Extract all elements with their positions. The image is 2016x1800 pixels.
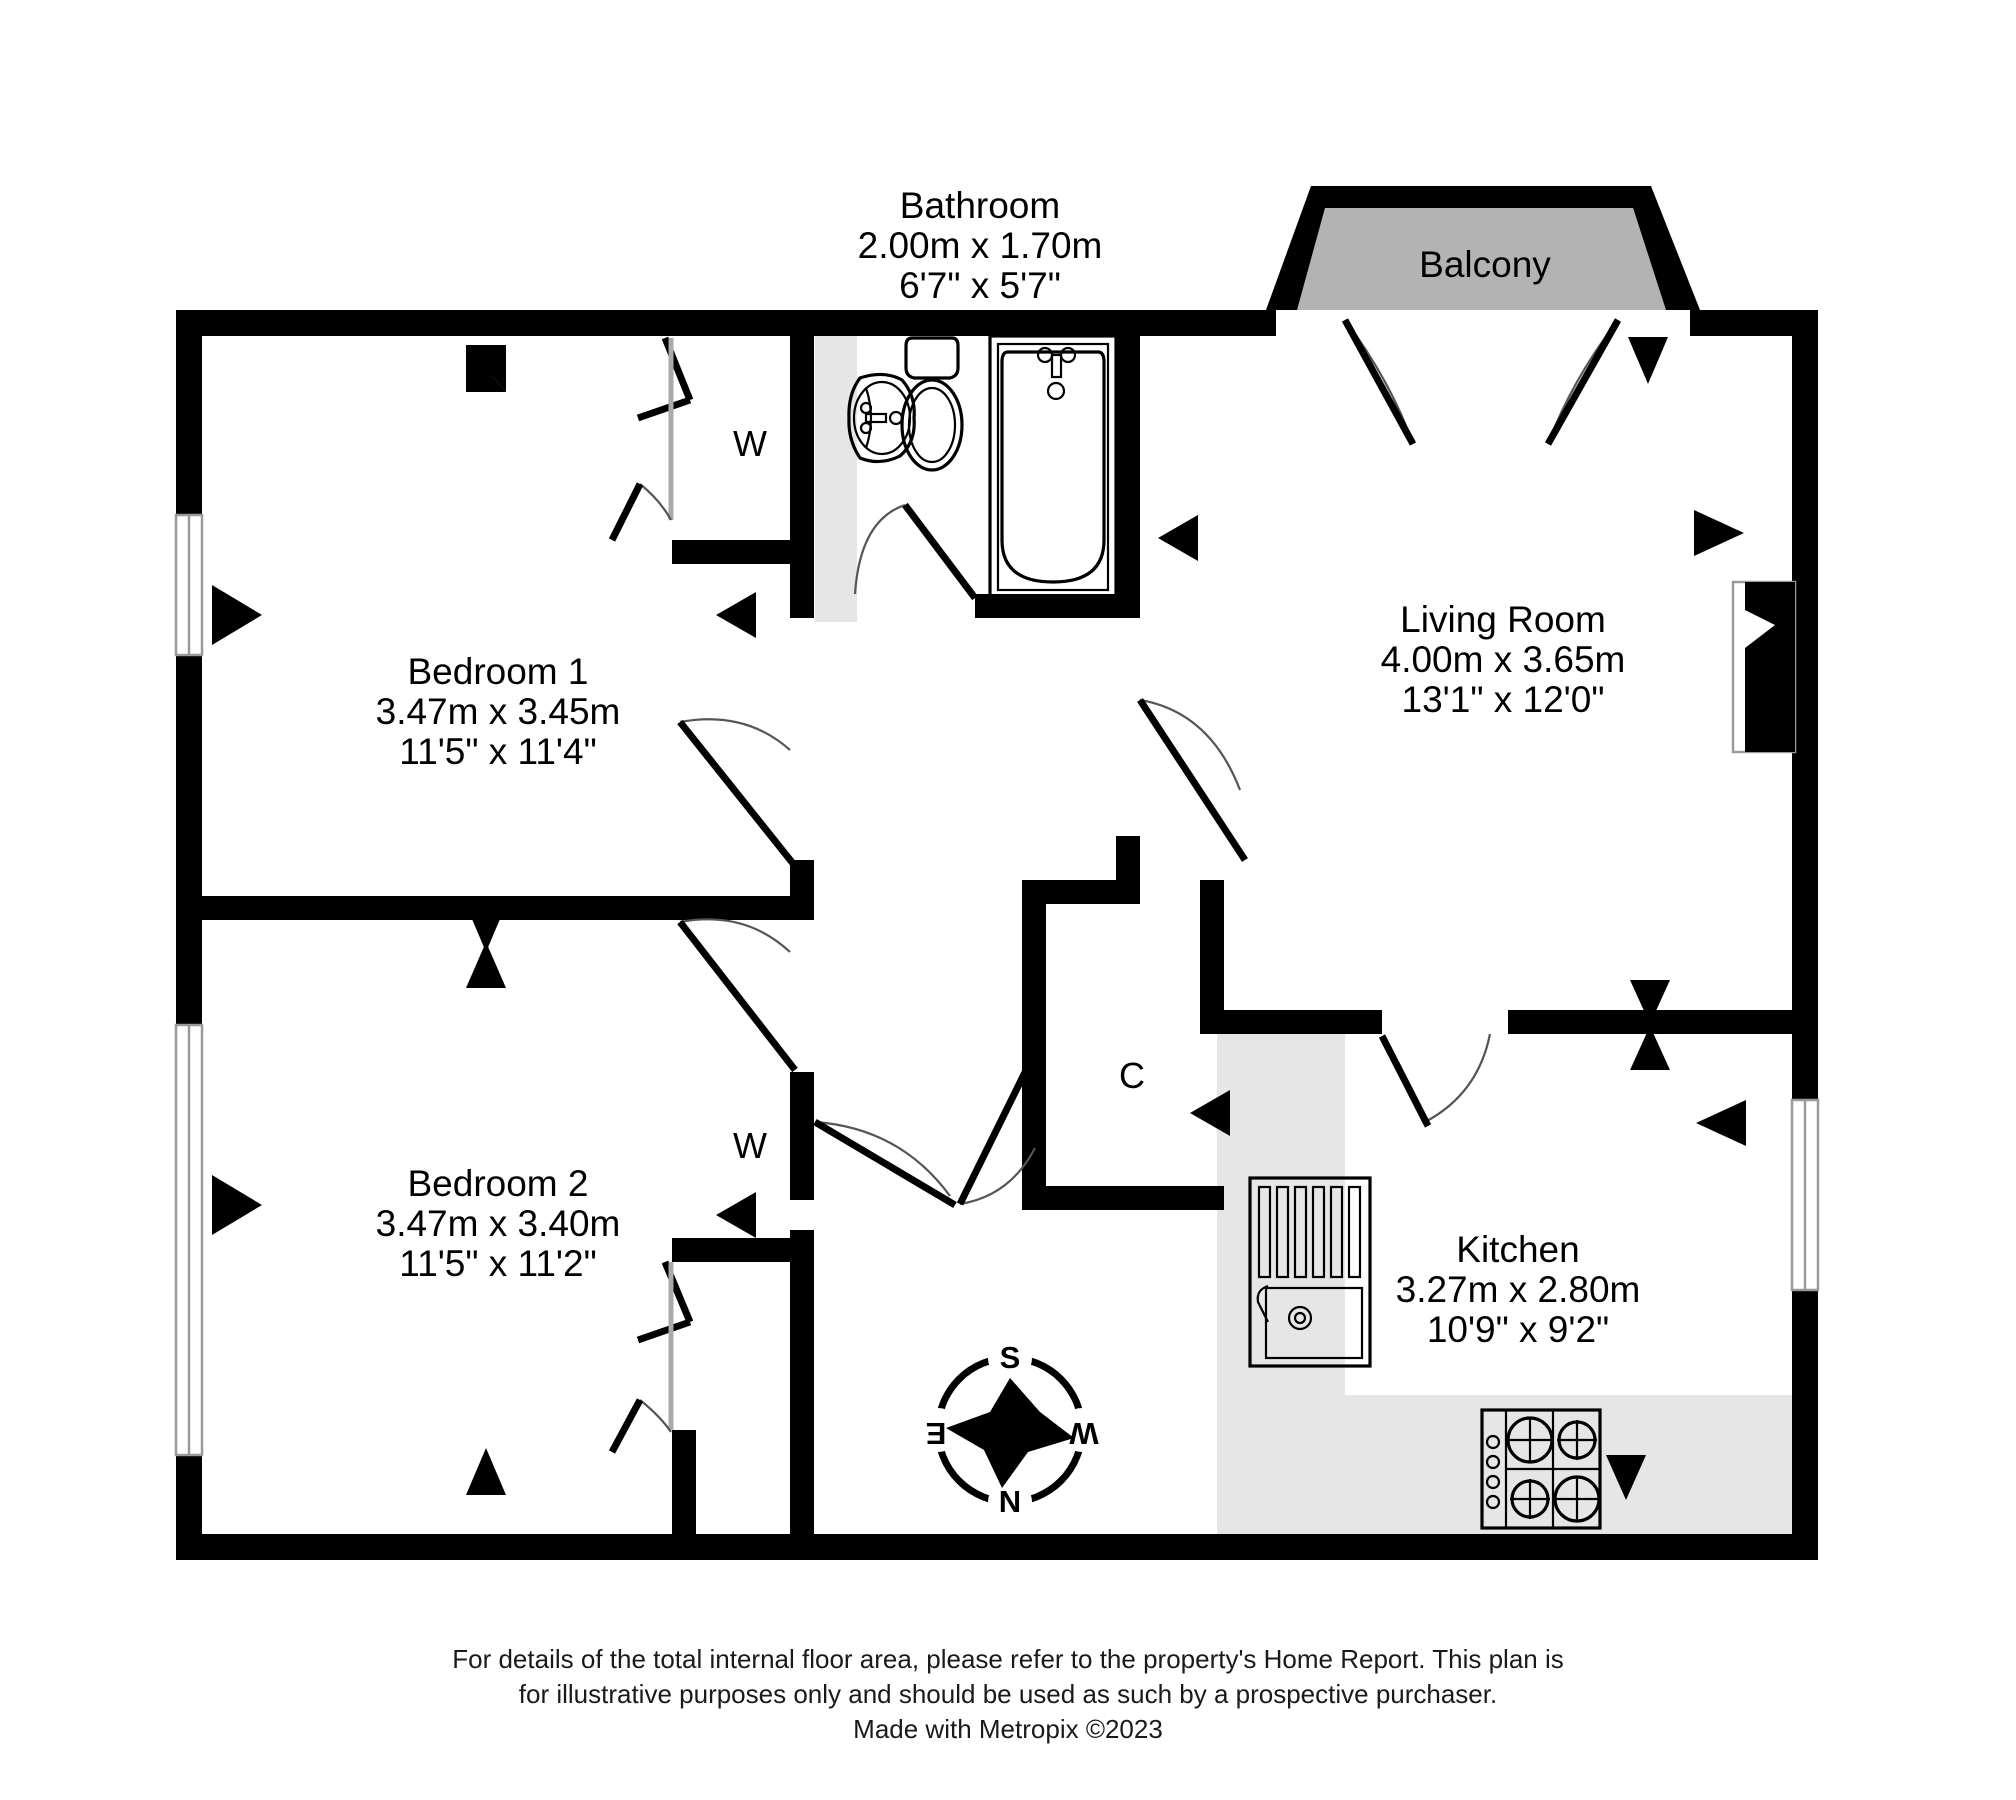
door-hall-lower xyxy=(813,1118,957,1209)
door-bathroom xyxy=(853,502,978,601)
label-balcony-name: Balcony xyxy=(1419,244,1551,285)
label-kitchen: Kitchen 3.27m x 2.80m 10'9" x 9'2" xyxy=(1396,1229,1641,1350)
marker-kitchen-top-b xyxy=(1630,1026,1670,1070)
door-wardrobe-bed2 xyxy=(608,1260,694,1454)
label-bedroom1-name: Bedroom 1 xyxy=(408,651,589,692)
doors xyxy=(608,318,1622,1454)
sink-icon xyxy=(847,372,916,464)
label-bedroom2-metric: 3.47m x 3.40m xyxy=(376,1203,621,1244)
tag-wardrobe-bed1: W xyxy=(733,423,767,464)
marker-hall-a xyxy=(716,592,756,638)
label-kitchen-imperial: 10'9" x 9'2" xyxy=(1427,1309,1609,1350)
room-labels: Bathroom 2.00m x 1.70m 6'7" x 5'7" Bedro… xyxy=(376,185,1641,1350)
balcony-wall-right xyxy=(1626,186,1700,310)
label-bedroom2-name: Bedroom 2 xyxy=(408,1163,589,1204)
balcony-floor xyxy=(1275,186,1692,310)
interior-walls xyxy=(202,310,1818,1534)
compass-label-west: W xyxy=(1069,1416,1099,1451)
compass-label-north: N xyxy=(999,1484,1021,1519)
door-kitchen xyxy=(1378,1033,1492,1128)
footer-line-1: For details of the total internal floor … xyxy=(452,1644,1564,1674)
door-balcony xyxy=(1341,318,1622,446)
tag-wardrobe-bed2: W xyxy=(733,1125,767,1166)
marker-bed2-left xyxy=(212,1175,262,1235)
marker-bed2-top xyxy=(466,942,506,988)
door-cupboard xyxy=(956,1048,1040,1206)
marker-kitchen-top-a xyxy=(1630,980,1670,1024)
label-bedroom1-metric: 3.47m x 3.45m xyxy=(376,691,621,732)
footer-line-2: for illustrative purposes only and shoul… xyxy=(519,1679,1497,1709)
kitchen-counter-run xyxy=(1217,1032,1800,1560)
marker-bed1-bottom xyxy=(466,905,506,952)
marker-kitchen-left xyxy=(1190,1090,1230,1136)
exterior-walls xyxy=(176,310,1818,1560)
balcony-wall-left xyxy=(1266,186,1331,310)
marker-kitchen-bottom xyxy=(1606,1455,1646,1500)
label-bedroom1: Bedroom 1 3.47m x 3.45m 11'5" x 11'4" xyxy=(376,651,621,772)
fireplace-icon xyxy=(1731,580,1797,754)
label-bedroom2: Bedroom 2 3.47m x 3.40m 11'5" x 11'2" xyxy=(376,1163,621,1284)
door-bedroom1 xyxy=(677,718,798,869)
label-kitchen-name: Kitchen xyxy=(1456,1229,1579,1270)
label-bathroom-imperial: 6'7" x 5'7" xyxy=(899,265,1061,306)
bathroom-floor-strip xyxy=(815,322,857,622)
tag-labels: W W C xyxy=(733,423,1145,1166)
compass-rose: S N E W xyxy=(916,1336,1104,1524)
label-bedroom1-imperial: 11'5" x 11'4" xyxy=(399,731,596,772)
footer-disclaimer: For details of the total internal floor … xyxy=(452,1644,1564,1744)
footer-line-3: Made with Metropix ©2023 xyxy=(853,1714,1163,1744)
door-wardrobe-bed1 xyxy=(608,336,694,542)
label-bathroom-name: Bathroom xyxy=(900,185,1060,226)
label-living-name: Living Room xyxy=(1400,599,1606,640)
kitchen-fixtures xyxy=(1248,1176,1602,1530)
marker-bed1-left xyxy=(212,585,262,645)
balcony-area xyxy=(1266,186,1700,310)
marker-bed1-top xyxy=(466,345,506,392)
hob-icon xyxy=(1480,1408,1602,1530)
marker-hall-b xyxy=(716,1192,756,1238)
label-living-imperial: 13'1" x 12'0" xyxy=(1402,679,1605,720)
label-kitchen-metric: 3.27m x 2.80m xyxy=(1396,1269,1641,1310)
door-bedroom2 xyxy=(677,918,798,1073)
door-living-room xyxy=(1137,698,1248,862)
compass-label-south: S xyxy=(1000,1340,1021,1375)
label-bathroom-metric: 2.00m x 1.70m xyxy=(858,225,1103,266)
marker-living-top xyxy=(1628,337,1668,384)
label-bedroom2-imperial: 11'5" x 11'2" xyxy=(399,1243,596,1284)
kitchen-sink-icon xyxy=(1248,1176,1372,1368)
orientation-markers xyxy=(212,337,1746,1500)
marker-kitchen-right xyxy=(1696,1100,1746,1146)
windows xyxy=(174,513,1820,1457)
label-living-metric: 4.00m x 3.65m xyxy=(1381,639,1626,680)
balcony-wall-top xyxy=(1311,186,1651,208)
floor-finishes xyxy=(815,322,1800,1560)
marker-living-right xyxy=(1694,510,1744,556)
marker-living-left xyxy=(1158,515,1198,561)
compass-label-east: E xyxy=(926,1416,947,1451)
tag-cupboard-hall: C xyxy=(1119,1055,1145,1096)
marker-bed2-bottom xyxy=(466,1448,506,1495)
label-bathroom: Bathroom 2.00m x 1.70m 6'7" x 5'7" xyxy=(858,185,1103,306)
label-living-room: Living Room 4.00m x 3.65m 13'1" x 12'0" xyxy=(1381,599,1626,720)
bathroom-fixtures xyxy=(847,334,1118,600)
bathtub-icon xyxy=(988,334,1118,600)
